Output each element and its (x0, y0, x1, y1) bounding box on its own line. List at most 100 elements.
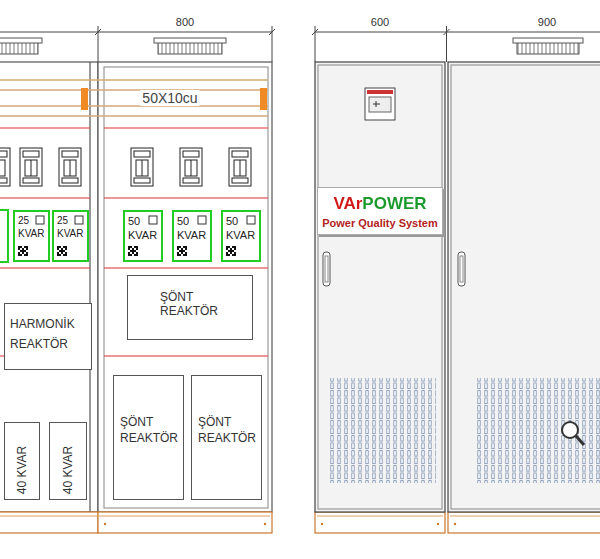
dimension-line (315, 32, 600, 33)
plinth (315, 512, 445, 533)
capacitor-box: 40 KVAR (4, 422, 40, 500)
coil-pattern (61, 248, 63, 250)
contactor-box: 50 KVAR (221, 210, 261, 262)
plinth-bolt (321, 523, 323, 525)
compartment-divider (0, 197, 90, 198)
check-square (149, 216, 157, 224)
coil-pattern (183, 254, 185, 256)
coil-pattern (24, 250, 26, 252)
contactor-box: 25 KVAR (13, 210, 50, 262)
contactor-box: 50 KVAR (123, 210, 163, 262)
plinth (98, 512, 272, 533)
coil-pattern (177, 248, 179, 250)
plinth-bolt (437, 523, 439, 525)
fuse-base (229, 148, 251, 186)
fuse-base (59, 148, 81, 186)
coil-pattern (228, 254, 230, 256)
coil-pattern (24, 246, 26, 248)
dimension-line (0, 26, 600, 62)
coil-pattern (57, 254, 59, 256)
busbar-support (81, 88, 88, 110)
compartment-divider (0, 128, 268, 356)
coil-pattern (57, 252, 59, 254)
coil-pattern (65, 252, 67, 254)
coil-pattern (65, 248, 67, 250)
coil-pattern (185, 246, 187, 248)
busbar-support (260, 88, 267, 110)
coil-pattern (24, 254, 26, 256)
coil-pattern (234, 246, 236, 248)
controller-display (367, 90, 393, 94)
vent-slots (328, 378, 600, 483)
reactor-label: ŞÖNT REAKTÖR (160, 290, 218, 318)
coil-pattern (134, 250, 136, 252)
compartment-divider (0, 127, 90, 128)
check-square (247, 216, 255, 224)
capacitor-box: 40 KVAR (49, 422, 87, 500)
contactor-box: 50 KVAR (172, 210, 212, 262)
cabinet-door (315, 62, 445, 512)
fuse-base (180, 148, 202, 186)
reactor-label: ŞÖNT REAKTÖR (120, 414, 178, 446)
cabinet-frame (89, 62, 90, 512)
reactor-box: ŞÖNT REAKTÖR (127, 275, 253, 340)
door-handle (325, 256, 328, 282)
coil-pattern (22, 248, 24, 250)
rating-label: 25 KVAR (57, 214, 83, 240)
roof-vent (154, 38, 226, 43)
magnifier-icon (576, 436, 584, 445)
plinth (317, 515, 443, 516)
coil-pattern (63, 246, 65, 248)
coil-pattern (20, 246, 22, 248)
coil-pattern (132, 252, 134, 254)
plinth (0, 515, 270, 516)
coil-pattern (177, 246, 179, 248)
roof-vent (0, 42, 38, 54)
dimension-label: 600 (371, 16, 389, 28)
coil-pattern (179, 254, 181, 256)
rating-label: 25 KVAR (18, 214, 44, 240)
reactor-box: ŞÖNT REAKTÖR (191, 375, 262, 500)
cabinet-frame (104, 67, 268, 508)
logo-panel: VArPOWERPower Quality System (317, 187, 443, 235)
coil-pattern (132, 250, 134, 252)
compartment-divider (0, 267, 90, 268)
magnifier-icon (562, 422, 584, 445)
fuse-base (0, 148, 10, 186)
coil-pattern (63, 250, 65, 252)
coil-pattern (232, 250, 234, 252)
coil-pattern (232, 246, 234, 248)
coil-pattern (59, 254, 61, 256)
coil-pattern (65, 254, 67, 256)
compartment-divider (104, 127, 268, 128)
magnifier-icon (562, 422, 578, 438)
plinth-bolt (454, 523, 456, 525)
coil-pattern (61, 250, 63, 252)
contactor-box: 25 KVAR (52, 210, 89, 262)
door-handle (458, 252, 465, 286)
cabinet-door (451, 65, 600, 509)
rating-label: 50 KVAR (128, 214, 157, 242)
plinth (448, 512, 600, 533)
coil-pattern (181, 252, 183, 254)
coil-pattern (26, 254, 28, 256)
coil-pattern (181, 248, 183, 250)
coil-pattern (57, 248, 59, 250)
plinth-bolt (104, 523, 106, 525)
coil-pattern (63, 254, 65, 256)
reactor-label: HARMONİK REAKTÖR (10, 314, 75, 354)
coil-pattern (18, 252, 20, 254)
coil-pattern (18, 246, 20, 248)
coil-pattern (130, 254, 132, 256)
coil-pattern (185, 254, 187, 256)
roof-vent (513, 38, 583, 43)
coil-pattern (20, 250, 22, 252)
dimension-label: 900 (538, 16, 556, 28)
roof-vent (0, 38, 42, 43)
coil-pattern (136, 246, 138, 248)
coil-pattern (22, 252, 24, 254)
coil-pattern (22, 250, 24, 252)
coil-pattern (185, 248, 187, 250)
controller-display (369, 97, 391, 112)
